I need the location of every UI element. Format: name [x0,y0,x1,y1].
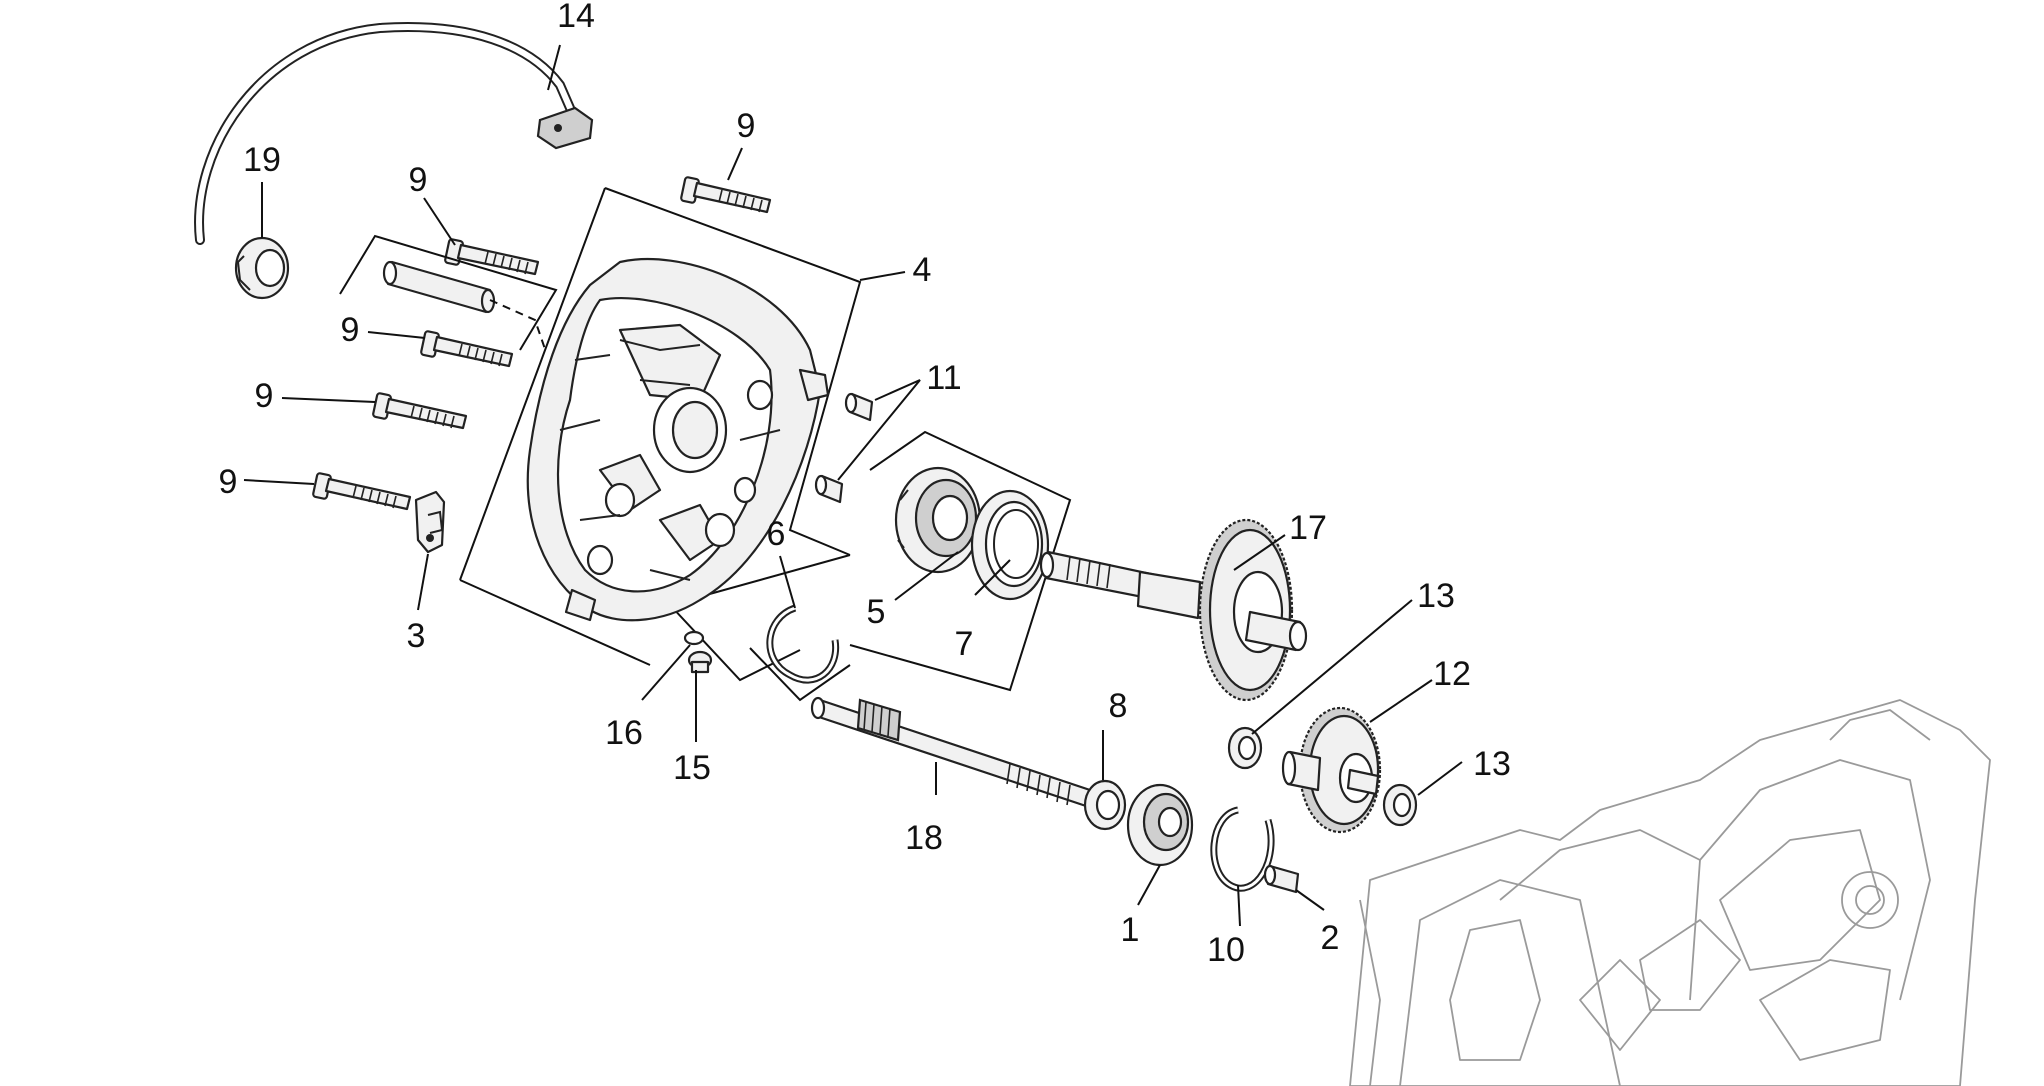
dowel-pin [382,260,496,314]
callout-7: 7 [955,625,974,663]
part-13-washer-right [1382,783,1418,827]
callout-labels: 14 19 9 9 9 9 9 4 11 3 6 5 7 17 13 12 13… [219,0,1511,969]
group-frame-4-bottom [669,604,801,682]
callout-13-right: 13 [1473,745,1511,783]
part-4-transmission-cover [526,257,830,622]
part-2-pin [1263,864,1300,894]
part-10-circlip [1210,806,1275,892]
part-15-plug [687,650,713,674]
callout-9-middle: 9 [341,311,360,349]
part-1-bearing [1126,783,1194,867]
part-5-bearing [894,466,982,574]
callout-15: 15 [673,749,711,787]
part-14-cable [194,22,594,245]
group-frame-4 [459,187,862,666]
callout-12: 12 [1433,655,1471,693]
part-12-gear [1281,706,1382,834]
part-16-washer [683,630,705,646]
part-7-seal [970,489,1050,601]
callout-13-top: 13 [1417,577,1455,615]
callout-9-lower: 9 [255,377,274,415]
bolt-9-upper-left [444,238,540,276]
callout-4: 4 [913,251,932,289]
callout-11: 11 [926,359,961,397]
group-frame-6 [749,647,851,702]
callout-17: 17 [1289,509,1327,547]
callout-1: 1 [1121,911,1140,949]
callout-6: 6 [767,515,786,553]
callout-16: 16 [605,714,643,752]
callout-14: 14 [557,0,595,35]
callout-18: 18 [905,819,943,857]
part-8-washer [1083,779,1127,831]
crankcase-ghost [1349,699,1991,1086]
callout-9-upper: 9 [409,161,428,199]
dashed-link [489,299,547,353]
part-18-drive-shaft [810,696,1092,808]
part-17-gear-shaft [1039,518,1308,702]
callout-5: 5 [867,593,886,631]
callout-9-top: 9 [737,107,756,145]
callout-8: 8 [1109,687,1128,725]
bolt-9-lower [372,392,468,430]
leader-lines [243,44,1463,927]
bolt-9-top [680,176,772,214]
part-19-grommet [234,236,290,300]
callout-9-bottom: 9 [219,463,238,501]
part-13-washer-left [1227,726,1263,770]
group-frame-5-7 [849,430,1072,692]
group-frame-left [339,234,558,351]
callout-19: 19 [243,141,281,179]
callout-2: 2 [1321,919,1340,957]
callout-3: 3 [407,617,426,655]
bolt-9-middle [420,330,514,368]
callout-10: 10 [1207,931,1245,969]
bolt-9-bottom [312,472,412,511]
part-11-pins [814,392,874,504]
part-3-bracket [414,490,446,554]
part-6-circlip [766,604,840,684]
